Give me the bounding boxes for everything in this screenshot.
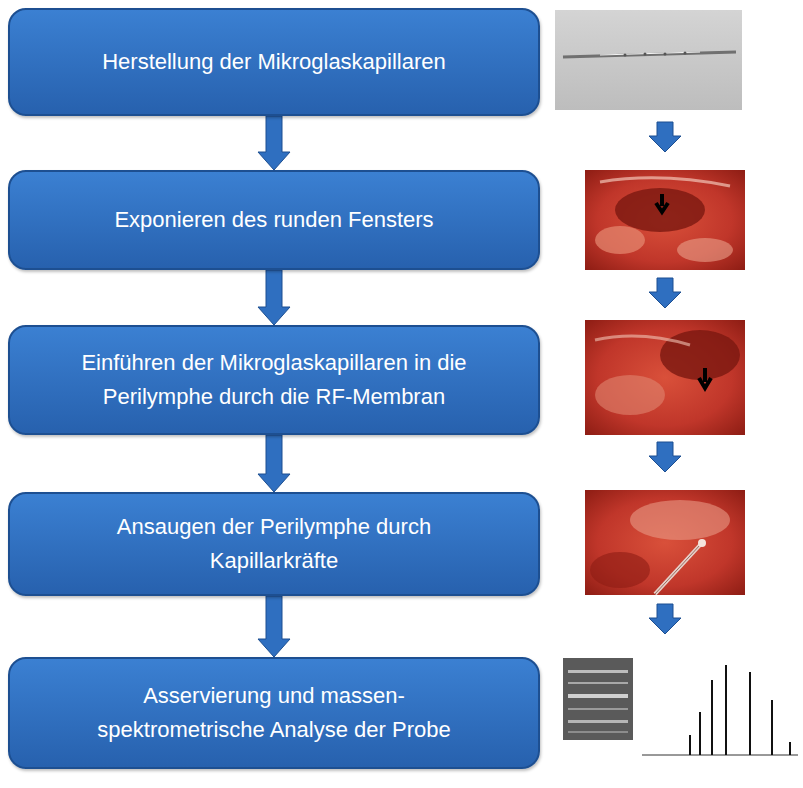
- image-arrow: [649, 122, 681, 634]
- box-label: Einführen der Mikroglaskapillaren in die…: [29, 346, 519, 414]
- process-box: Exponieren des runden Fensters: [8, 170, 540, 270]
- round-window-photo: [585, 170, 745, 270]
- suction-photo: [585, 490, 745, 595]
- gel-image: [563, 658, 633, 740]
- flow-arrow: [258, 596, 290, 657]
- process-box: Einführen der Mikroglaskapillaren in die…: [8, 325, 540, 435]
- box-label: Asservierung und massen-spektrometrische…: [74, 679, 474, 747]
- process-box: Ansaugen der Perilymphe durch Kapillarkr…: [8, 492, 540, 596]
- mass-spectrum: [640, 658, 800, 760]
- process-box: Herstellung der Mikroglaskapillaren: [8, 8, 540, 116]
- box-label: Ansaugen der Perilymphe durch Kapillarkr…: [64, 510, 484, 578]
- process-box: Asservierung und massen-spektrometrische…: [8, 657, 540, 769]
- flow-arrow: [258, 116, 290, 170]
- capillary-photo: [555, 10, 742, 110]
- flow-arrow: [258, 435, 290, 492]
- box-label: Herstellung der Mikroglaskapillaren: [102, 45, 446, 79]
- flow-arrow: [258, 270, 290, 325]
- box-label: Exponieren des runden Fensters: [114, 203, 433, 237]
- insertion-photo: [585, 320, 745, 435]
